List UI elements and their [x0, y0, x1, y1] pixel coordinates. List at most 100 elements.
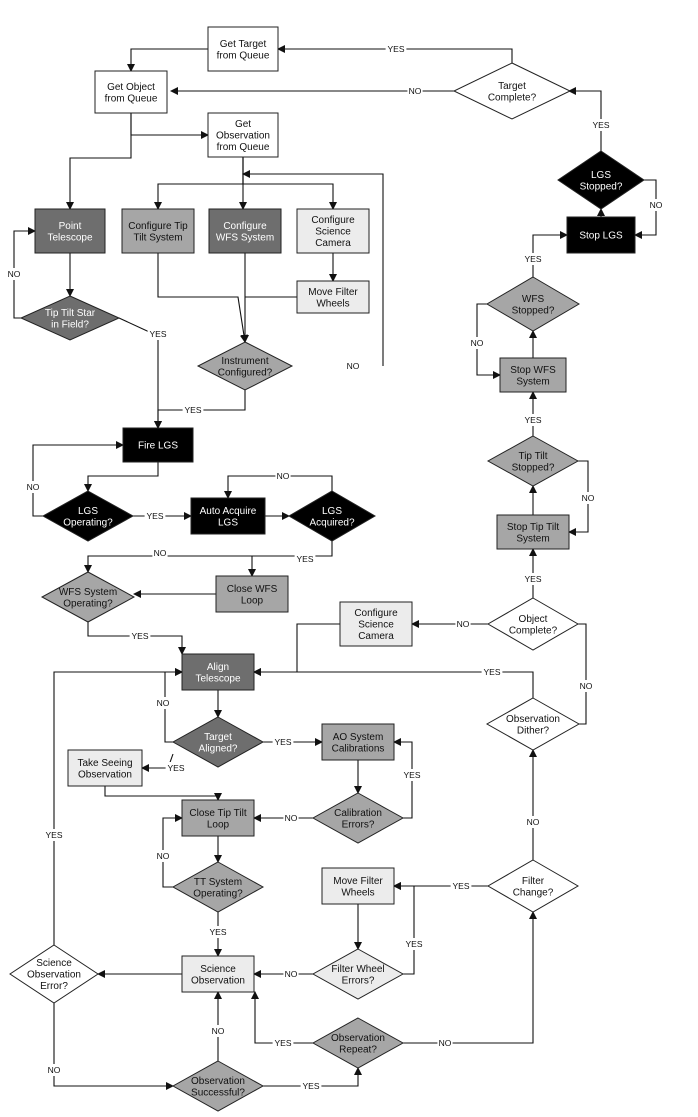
process-box: [181, 955, 255, 993]
node-label-line: Observation: [78, 769, 132, 780]
connector-57: [53, 668, 183, 945]
node-label-line: from Queue: [217, 50, 270, 61]
connector-label-bg: [129, 630, 151, 642]
connector-label-no: NO: [439, 1038, 452, 1048]
node-label-line: Filter: [522, 876, 545, 887]
process-box: [499, 357, 567, 393]
node-label-line: Configure: [311, 215, 355, 226]
node-stop-lgs: Stop LGS: [566, 216, 636, 254]
decision-diamond: [171, 716, 265, 768]
connector-label-bg: [46, 1064, 62, 1076]
node-label-line: Get Object: [107, 82, 155, 93]
node-label-line: Camera: [358, 631, 394, 642]
connector-label-bg: [25, 481, 41, 493]
node-label-line: Wheels: [341, 887, 374, 898]
connector-label-bg: [590, 119, 612, 131]
connector-label-no: NO: [527, 817, 540, 827]
connector-label-yes: YES: [149, 329, 166, 339]
connector-label-bg: [144, 510, 166, 522]
connector-4: [66, 113, 132, 210]
connector-label-yes: YES: [274, 1038, 291, 1048]
process-box: [34, 208, 106, 254]
node-label-line: Wheels: [316, 298, 349, 309]
node-label-line: Science: [358, 620, 394, 631]
connector-39: [253, 668, 534, 698]
decision-diamond: [196, 341, 294, 391]
node-label-line: Science: [200, 964, 236, 975]
process-box: [121, 208, 195, 254]
node-label-line: Configure: [223, 221, 267, 232]
connector-58: [53, 1003, 174, 1090]
node-label-line: Operating?: [193, 888, 243, 899]
connector-38: [578, 623, 587, 725]
connector-label-bg: [401, 769, 423, 781]
connector-22: [248, 541, 333, 577]
node-label-line: Move Filter: [308, 287, 358, 298]
node-label-line: Telescope: [47, 232, 92, 243]
node-label-line: Errors?: [342, 975, 375, 986]
connector-label-bg: [345, 360, 361, 372]
process-box: [321, 723, 395, 761]
connector-label-bg: [6, 268, 22, 280]
connector-label-bg: [182, 404, 204, 416]
process-box: [94, 70, 168, 114]
connector-label-bg: [578, 680, 594, 692]
node-label-line: Target: [204, 732, 232, 743]
connector-label-no: NO: [48, 1065, 61, 1075]
connector-10: [157, 253, 248, 343]
connector-label-bg: [455, 618, 471, 630]
connector-label-yes: YES: [209, 927, 226, 937]
connector-label-no: NO: [8, 269, 21, 279]
node-label-line: Repeat?: [339, 1044, 377, 1055]
process-box: [208, 208, 282, 254]
connector-label-no: NO: [277, 471, 290, 481]
connector-label-bg: [407, 85, 423, 97]
connector-label-bg: [525, 816, 541, 828]
connector-label-bg: [155, 850, 171, 862]
node-label-line: Camera: [315, 238, 351, 249]
decision-diamond: [557, 150, 645, 210]
node-label-line: Align: [207, 662, 229, 673]
node-label-line: Move Filter: [333, 876, 383, 887]
node-label-line: Get: [235, 119, 251, 130]
node-label-line: Operating?: [63, 517, 113, 528]
node-label-line: Loop: [241, 595, 264, 606]
node-label-line: Configure Tip: [128, 221, 188, 232]
decision-diamond: [485, 697, 581, 751]
connector-label-yes: YES: [302, 1081, 319, 1091]
node-label-line: AO System: [333, 732, 384, 743]
node-label-line: Aligned?: [199, 743, 238, 754]
node-label-line: Acquired?: [309, 517, 354, 528]
decision-diamond: [452, 62, 572, 120]
node-label-line: WFS: [522, 294, 545, 305]
decision-diamond: [311, 1017, 405, 1069]
connector-lines: [13, 45, 657, 1090]
connector-label-no: NO: [285, 813, 298, 823]
decision-diamond: [311, 792, 405, 844]
node-label-line: System: [516, 376, 549, 387]
process-box: [181, 653, 255, 691]
decision-diamond: [9, 944, 99, 1004]
process-box: [181, 799, 255, 837]
connector-label-bg: [210, 1025, 226, 1037]
connector-label-yes: YES: [403, 770, 420, 780]
node-label-line: Stop WFS: [510, 365, 556, 376]
